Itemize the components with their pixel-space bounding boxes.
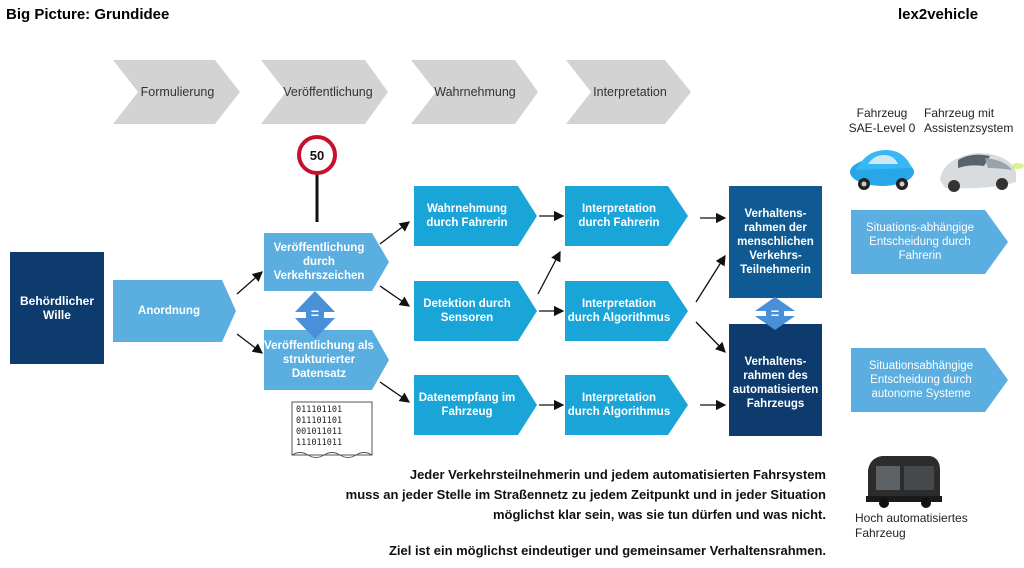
phase-chevron-1 <box>113 60 240 124</box>
verhaltensrahmen-mensch-label: Verhaltens-rahmen der menschlichen Verke… <box>737 208 814 276</box>
arrow-zeichen-to-wahrnehmung <box>379 221 411 245</box>
detektion-sensoren-shape <box>414 281 537 341</box>
datenempfang-fahrzeug-shape <box>414 375 537 435</box>
veroeff-verkehrszeichen-shape <box>264 233 389 291</box>
anordnung-label: Anordnung <box>138 305 200 317</box>
entscheidung-fahrerin-shape <box>851 210 1008 274</box>
equals-sign-1: = <box>310 305 320 321</box>
wahrnehmung-fahrerin-shape <box>414 186 537 246</box>
phase-label-formulierung: Formulierung <box>140 85 215 99</box>
arrow-anordnung-to-datensatz <box>236 333 264 354</box>
phase-chevron-4 <box>566 60 691 124</box>
arrow-datensatz-to-datenempfang <box>379 381 411 403</box>
arrow-algorithmus1-to-auto <box>695 321 726 353</box>
page-title: Big Picture: Grundidee <box>6 6 170 23</box>
interpretation-fahrerin-shape <box>565 186 688 246</box>
arrow-zeichen-to-detektion <box>379 285 411 307</box>
interpretation-algorithmus-1-shape <box>565 281 688 341</box>
behoerdlicher-wille-box <box>10 252 104 364</box>
binary-line: 111011011 <box>296 438 343 448</box>
vehicle-label-assist: Fahrzeug mit Assistenzsystem <box>924 106 1014 135</box>
speed-sign-icon <box>297 135 337 175</box>
behoerdlicher-wille-label: Behördlicher Wille <box>19 294 94 322</box>
veroeff-datensatz-label: Veröffentlichung als strukturierter Date… <box>264 340 374 380</box>
veroeff-verkehrszeichen-label: Veröffentlichung durch Verkehrszeichen <box>273 242 365 282</box>
phase-label-wahrnehmung: Wahrnehmung <box>434 85 516 99</box>
statement-line-2: muss an jeder Stelle im Straßennetz zu j… <box>345 487 826 502</box>
veroeff-datensatz-shape <box>264 330 389 390</box>
detektion-sensoren-label: Detektion durch Sensoren <box>423 298 511 324</box>
statement-line-3: möglichst klar sein, was sie tun dürfen … <box>492 507 826 522</box>
autonomous-shuttle-icon <box>866 456 942 508</box>
phase-label-veroeffentlichung: Veröffentlichung <box>283 85 373 99</box>
phase-chevron-3 <box>411 60 538 124</box>
binary-line: 011101101 <box>296 405 343 415</box>
equals-sign-2: = <box>770 305 780 321</box>
interpretation-fahrerin-label: Interpretation durch Fahrerin <box>578 203 660 229</box>
arrow-anordnung-to-zeichen <box>236 271 263 295</box>
entscheidung-systeme-label: Situationsabhängige Entscheidung durch a… <box>868 360 974 400</box>
vehicle-label-level0: Fahrzeug SAE-Level 0 <box>848 106 916 135</box>
datenempfang-fahrzeug-label: Datenempfang im Fahrzeug <box>418 392 516 418</box>
entscheidung-systeme-shape <box>851 348 1008 412</box>
interpretation-algorithmus-1-label: Interpretation durch Algorithmus <box>567 298 671 324</box>
verhaltensrahmen-auto-label: Verhaltens-rahmen des automatisierten Fa… <box>732 356 819 410</box>
arrow-detektion-to-interpretation-fahrerin <box>537 250 561 295</box>
binary-data-text: 011101101 011101101 001011011 111011011 <box>296 405 342 449</box>
arrow-algorithmus1-to-mensch <box>695 254 726 303</box>
speed-sign-value: 50 <box>309 147 325 163</box>
phase-chevron-2 <box>261 60 388 124</box>
equals-double-arrow-2 <box>755 297 795 330</box>
phase-label-interpretation: Interpretation <box>593 85 667 99</box>
statement-goal: Ziel ist ein möglichst eindeutiger und g… <box>388 543 826 558</box>
verhaltensrahmen-mensch-box <box>729 186 822 298</box>
entscheidung-fahrerin-label: Situations-abhängige Entscheidung durch … <box>865 222 975 262</box>
assisted-car-icon <box>940 153 1024 192</box>
wahrnehmung-fahrerin-label: Wahrnehmung durch Fahrerin <box>426 203 508 229</box>
equals-double-arrow-1 <box>295 291 335 339</box>
anordnung-arrow-shape <box>113 280 236 342</box>
statement-text: Jeder Verkehrsteilnehmerin und jedem aut… <box>200 465 826 561</box>
binary-line: 001011011 <box>296 427 343 437</box>
binary-line: 011101101 <box>296 416 343 426</box>
classic-car-icon <box>850 150 914 190</box>
verhaltensrahmen-auto-box <box>729 324 822 436</box>
interpretation-algorithmus-2-shape <box>565 375 688 435</box>
interpretation-algorithmus-2-label: Interpretation durch Algorithmus <box>567 392 671 418</box>
data-document-icon <box>291 401 373 458</box>
brand-label: lex2vehicle <box>898 6 979 23</box>
statement-line-1: Jeder Verkehrsteilnehmerin und jedem aut… <box>409 467 826 482</box>
vehicle-label-automated: Hoch automatisiertes Fahrzeug <box>855 511 968 540</box>
